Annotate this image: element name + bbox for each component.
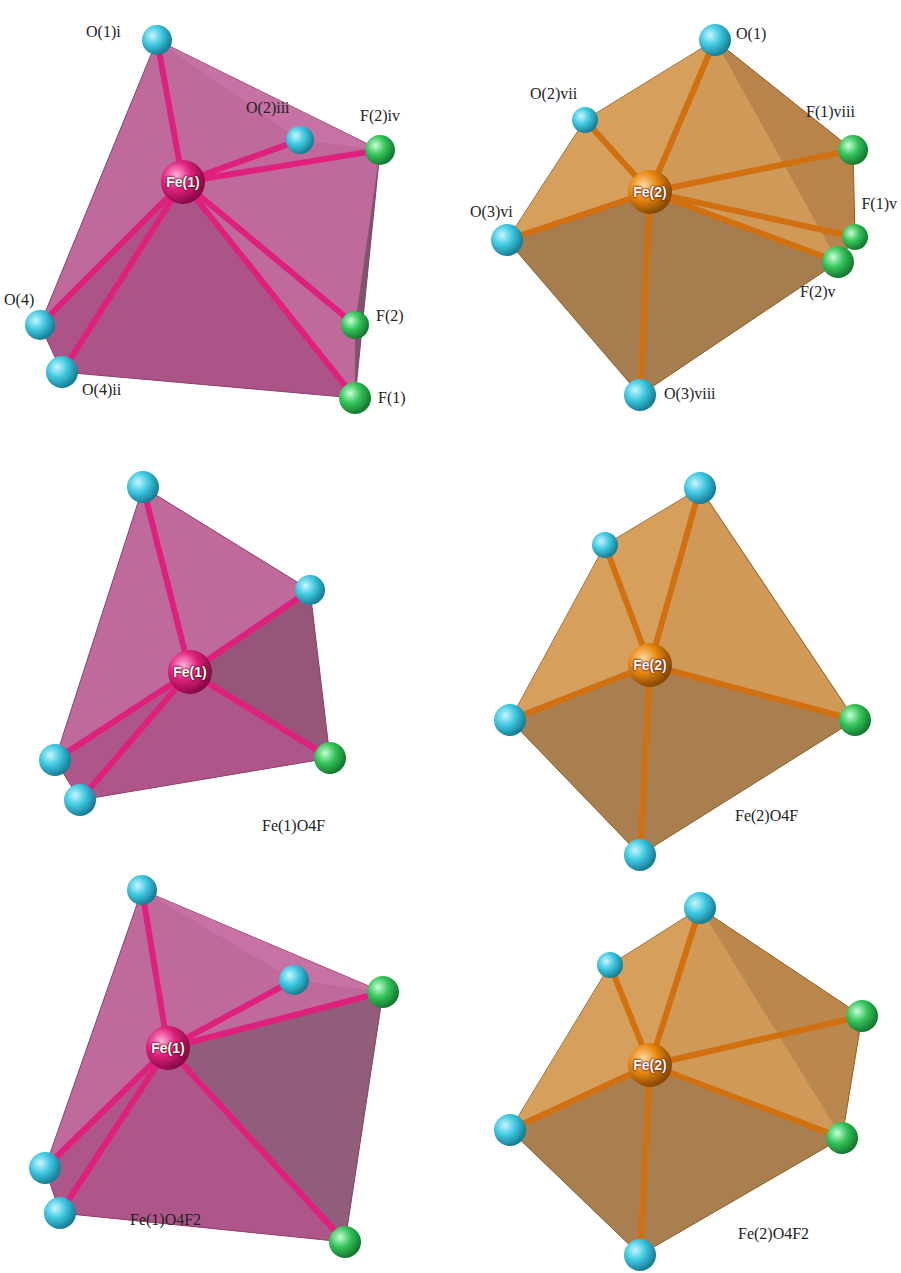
ligand-label: F(2)v (800, 284, 836, 300)
atom-label: Fe(2) (633, 184, 666, 200)
metal-atom: Fe(2) (628, 1043, 672, 1087)
atom-label: Fe(2) (633, 1057, 666, 1073)
ligand-label: F(1)v (861, 196, 897, 212)
ligand-label: O(2)vii (530, 86, 577, 102)
ligand-label: F(2)iv (360, 108, 400, 124)
atom-label: Fe(2) (633, 657, 666, 673)
polyhedron-formula: Fe(1)O4F (262, 818, 325, 834)
ligand-label: O(1)i (86, 24, 121, 40)
fe2-o4f2-polyhedron (494, 892, 878, 1271)
atom-label: Fe(1) (173, 664, 206, 680)
ligand-label: O(4) (4, 292, 34, 308)
ligand-label: O(2)iii (246, 100, 290, 116)
ligand-label: F(1)viii (806, 104, 855, 120)
ligand-label: O(3)viii (664, 386, 716, 402)
fe1-o4f-polyhedron (39, 471, 346, 816)
metal-atom: Fe(2) (628, 170, 672, 214)
fe1-full-polyhedron (25, 25, 395, 414)
fe1-o4f2-polyhedron (29, 875, 399, 1258)
metal-atom: Fe(1) (168, 650, 212, 694)
ligand-label: F(2) (376, 308, 404, 324)
metal-atom: Fe(1) (146, 1026, 190, 1070)
polyhedron-formula: Fe(2)O4F (735, 808, 798, 824)
metal-atom: Fe(2) (628, 643, 672, 687)
polyhedron-formula: Fe(1)O4F2 (130, 1212, 201, 1228)
ligand-label: F(1) (378, 390, 406, 406)
fe2-o4f-polyhedron (494, 472, 871, 871)
polyhedron-formula: Fe(2)O4F2 (738, 1226, 809, 1242)
ligand-label: O(1) (736, 26, 766, 42)
metal-atom: Fe(1) (161, 160, 205, 204)
ligand-label: O(4)ii (82, 382, 121, 398)
atom-label: Fe(1) (151, 1040, 184, 1056)
fe2-full-polyhedron (491, 24, 868, 411)
ligand-label: O(3)vi (470, 204, 513, 220)
atom-label: Fe(1) (166, 174, 199, 190)
